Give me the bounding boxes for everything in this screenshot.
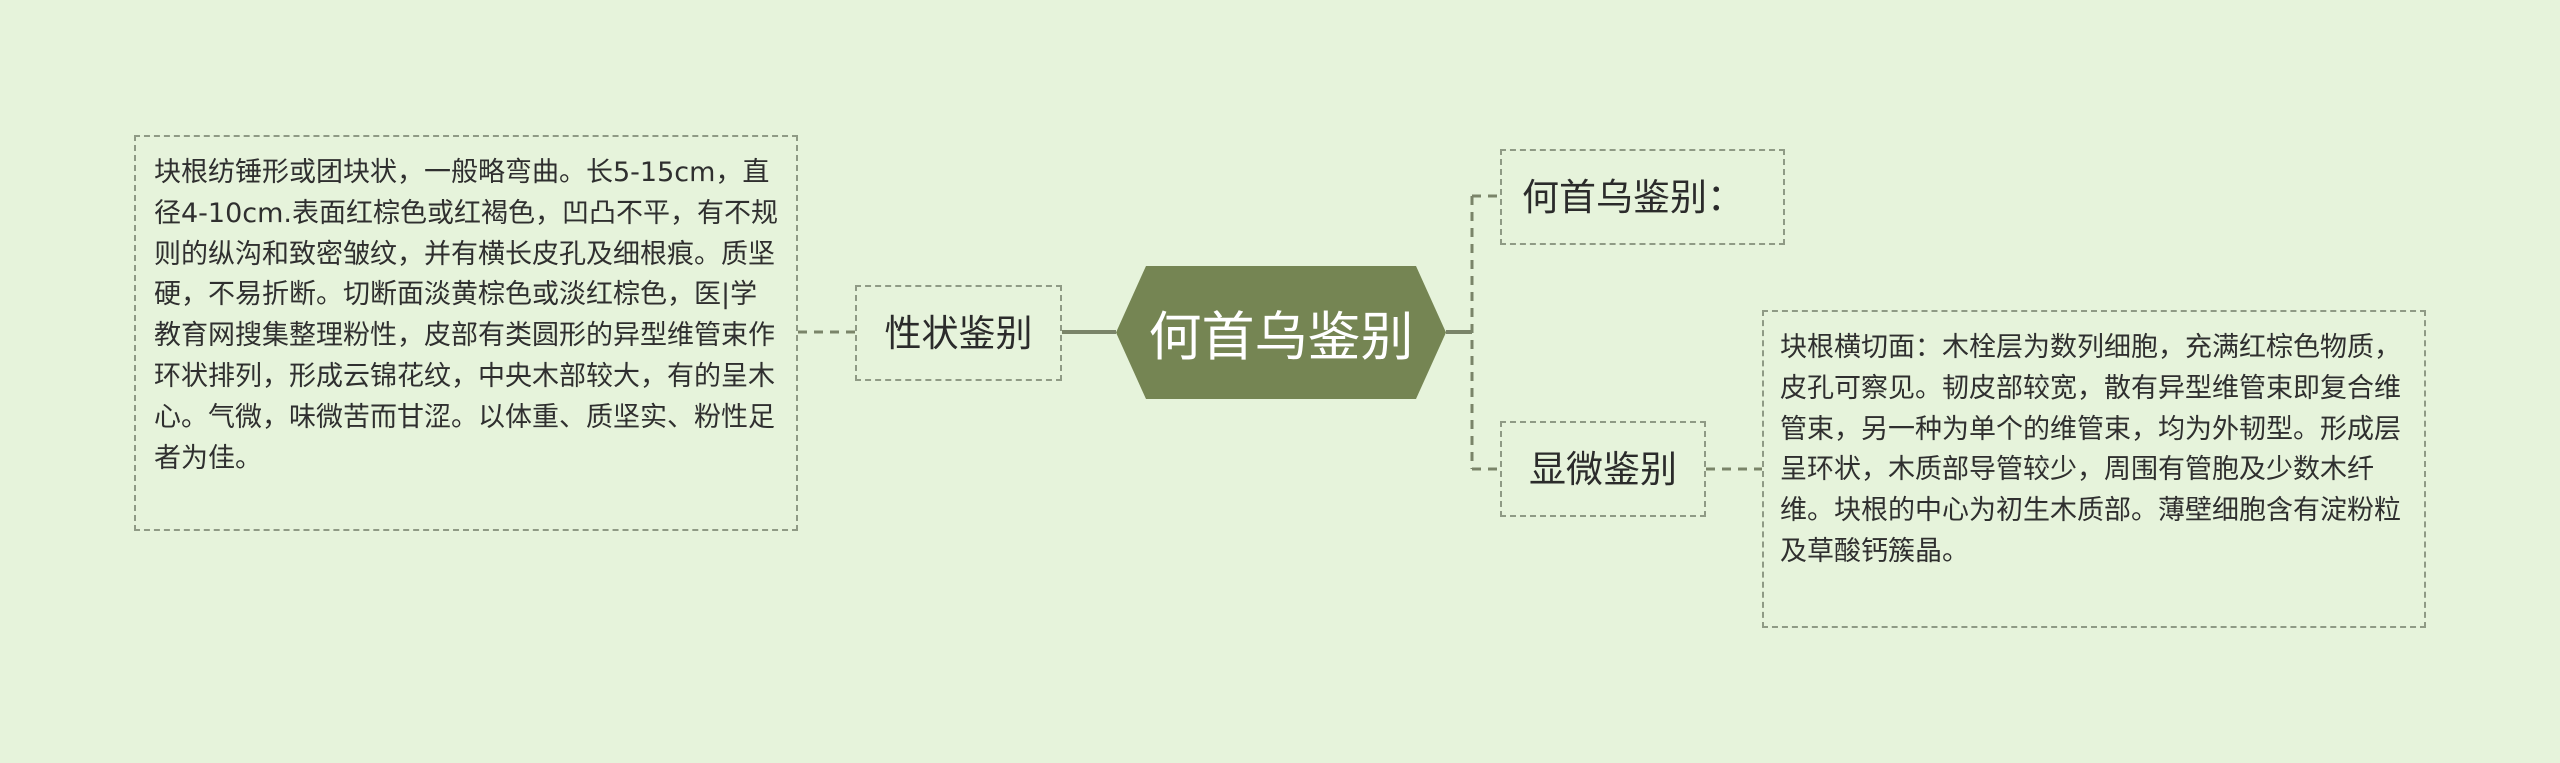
root-shape	[1116, 266, 1446, 399]
xianwei-node[interactable]: 显微鉴别	[1500, 421, 1706, 517]
xingzhuang-label: 性状鉴别	[884, 311, 1033, 355]
root-label: 何首乌鉴别	[1148, 306, 1414, 368]
xianwei-detail-text: 块根横切面：木栓层为数列细胞，充满红棕色物质，皮孔可察见。韧皮部较宽，散有异型维…	[1780, 332, 2401, 567]
heshouwu-node[interactable]: 何首乌鉴别：	[1500, 149, 1785, 245]
xingzhuang-detail-text: 块根纺锤形或团块状，一般略弯曲。长5-15cm，直径4-10cm.表面红棕色或红…	[154, 157, 779, 474]
xingzhuang-node[interactable]: 性状鉴别	[855, 285, 1062, 381]
heshouwu-label: 何首乌鉴别：	[1522, 175, 1744, 219]
root-node[interactable]: 何首乌鉴别	[1116, 266, 1446, 399]
xingzhuang-detail-box: 块根纺锤形或团块状，一般略弯曲。长5-15cm，直径4-10cm.表面红棕色或红…	[134, 135, 798, 531]
xianwei-detail-box: 块根横切面：木栓层为数列细胞，充满红棕色物质，皮孔可察见。韧皮部较宽，散有异型维…	[1762, 310, 2426, 628]
xianwei-label: 显微鉴别	[1529, 447, 1677, 491]
